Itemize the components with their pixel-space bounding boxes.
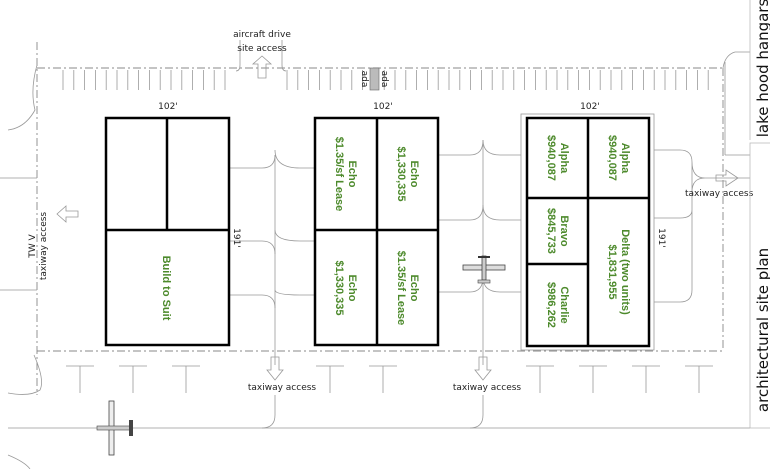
width-dimension: 102' <box>158 102 178 112</box>
ada-label: ada <box>359 71 369 88</box>
depth-dimension: 191' <box>231 228 241 248</box>
road-curve <box>7 64 38 131</box>
drive-edge <box>235 40 241 72</box>
arrow-down-icon <box>474 356 492 381</box>
unit-price: $1.35/sf Lease <box>395 251 407 326</box>
unit-name: Echo <box>346 275 358 302</box>
aircraft-drive-label: aircraft drive <box>233 30 291 40</box>
unit-name: Charlie <box>558 286 570 323</box>
unit-name: Bravo <box>558 215 570 246</box>
unit-price: $940,087 <box>606 135 618 181</box>
unit-price: $1,831,955 <box>606 244 618 299</box>
unit-echo: Echo$1,330,335 <box>395 146 420 201</box>
road-curve <box>722 51 750 69</box>
width-dimension: 102' <box>373 102 393 112</box>
svg-text:Bravo$845,733: Bravo$845,733 <box>545 208 570 254</box>
unit-name: Alpha <box>558 143 570 174</box>
unit-price: $1,330,335 <box>395 146 407 201</box>
svg-text:Echo$1,330,335: Echo$1,330,335 <box>333 260 358 315</box>
tiedown-markers <box>66 365 713 393</box>
road-curve <box>7 454 31 469</box>
unit-price: $986,262 <box>545 282 557 328</box>
unit-echo: Echo$1.35/sf Lease <box>333 137 358 212</box>
taxiway-access-label: taxiway access <box>39 212 49 281</box>
ada-stall <box>369 67 380 91</box>
ada-label: ada <box>379 71 389 88</box>
svg-text:Alpha$940,087: Alpha$940,087 <box>606 135 631 181</box>
unit-price: $940,087 <box>545 135 557 181</box>
svg-text:Echo$1.35/sf Lease: Echo$1.35/sf Lease <box>395 251 420 326</box>
unit-delta: Delta (two units)$1,831,955 <box>606 229 631 315</box>
unit-bravo: Bravo$845,733 <box>545 208 570 254</box>
unit-echo: Echo$1.35/sf Lease <box>395 251 420 326</box>
unit-name: Echo <box>346 161 358 188</box>
site-access-label: site access <box>237 44 287 54</box>
building-2 <box>313 116 440 347</box>
arrow-left-icon <box>56 205 79 223</box>
taxiway-access-label: taxiway access <box>453 383 522 393</box>
svg-text:Delta (two units)$1,831,955: Delta (two units)$1,831,955 <box>606 229 631 315</box>
unit-charlie: Charlie$986,262 <box>545 282 570 328</box>
property-boundary <box>36 42 724 395</box>
unit-price: $1,330,335 <box>333 260 345 315</box>
building-1 <box>104 116 231 347</box>
width-dimension: 102' <box>580 102 600 112</box>
svg-text:Echo$1,330,335: Echo$1,330,335 <box>395 146 420 201</box>
svg-text:Echo$1.35/sf Lease: Echo$1.35/sf Lease <box>333 137 358 212</box>
unit-alpha: Alpha$940,087 <box>606 135 631 181</box>
taxiway-name-label: TW V <box>28 233 38 258</box>
project-title: lake hood hangars <box>754 0 770 137</box>
building-3 <box>520 113 655 351</box>
parking-stalls <box>62 70 709 90</box>
svg-text:Alpha$940,087: Alpha$940,087 <box>545 135 570 181</box>
title-block-frame <box>749 142 770 429</box>
unit-name: Delta (two units) <box>619 229 631 315</box>
unit-build-to-suit: Build to Suit <box>160 256 172 321</box>
arrow-up-icon <box>251 55 273 79</box>
unit-price: $1.35/sf Lease <box>333 137 345 212</box>
airplane-icon <box>96 400 133 456</box>
depth-dimension: 191' <box>656 228 666 248</box>
arrow-down-icon <box>266 356 284 381</box>
unit-echo: Echo$1,330,335 <box>333 260 358 315</box>
airplane-icon <box>462 255 506 284</box>
unit-price: $845,733 <box>545 208 557 254</box>
taxiway-access-label: taxiway access <box>685 189 754 199</box>
drive-edge <box>281 40 287 72</box>
unit-name: Echo <box>408 275 420 302</box>
svg-text:Charlie$986,262: Charlie$986,262 <box>545 282 570 328</box>
unit-name: Echo <box>408 161 420 188</box>
arrow-right-icon <box>715 169 739 187</box>
road-curve <box>7 354 42 395</box>
unit-alpha: Alpha$940,087 <box>545 135 570 181</box>
taxiway-access-label: taxiway access <box>248 383 317 393</box>
taxiway-lanes <box>0 139 750 429</box>
unit-name: Alpha <box>619 143 631 174</box>
sheet-title: architectural site plan <box>754 248 770 412</box>
